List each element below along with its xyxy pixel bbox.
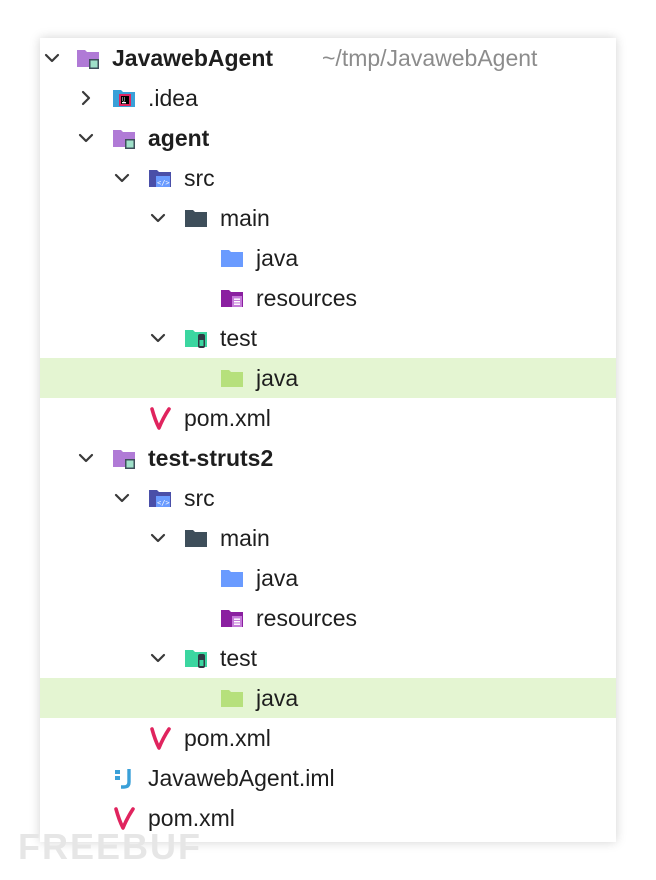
chevron-down-icon[interactable] (112, 488, 132, 508)
tree-item-label: java (256, 365, 299, 391)
tree-row-agent-test[interactable]: test (40, 318, 616, 358)
chevron-down-icon[interactable] (76, 448, 96, 468)
tree-row-agent-src[interactable]: </> src (40, 158, 616, 198)
tree-item-label: resources (256, 605, 357, 631)
tree-row-agent-pom[interactable]: pom.xml (40, 398, 616, 438)
tree-row-struts-pom[interactable]: pom.xml (40, 718, 616, 758)
tree-item-label: .idea (148, 85, 198, 111)
tree-item-label: java (256, 685, 299, 711)
svg-text:</>: </> (157, 179, 170, 187)
tree-row-iml[interactable]: JavawebAgent.iml (40, 758, 616, 798)
module-folder-icon (112, 446, 136, 470)
tree-row-root[interactable]: JavawebAgent ~/tmp/JavawebAgent (40, 38, 616, 78)
tree-row-struts-src[interactable]: </> src (40, 478, 616, 518)
tree-item-label: main (220, 525, 270, 551)
tree-row-struts-test-java[interactable]: java (40, 678, 616, 718)
tree-row-struts-resources[interactable]: resources (40, 598, 616, 638)
source-root-folder-icon: </> (148, 486, 172, 510)
tree-item-label: resources (256, 285, 357, 311)
test-folder-icon (184, 646, 208, 670)
tree-item-label: agent (148, 125, 210, 151)
resources-folder-icon (220, 606, 244, 630)
tree-item-label: JavawebAgent (112, 45, 274, 71)
folder-icon (184, 526, 208, 550)
maven-file-icon (112, 806, 136, 830)
tree-item-label: pom.xml (184, 725, 271, 751)
tree-row-agent-resources[interactable]: resources (40, 278, 616, 318)
tree-row-agent-java[interactable]: java (40, 238, 616, 278)
module-folder-icon (76, 46, 100, 70)
test-source-folder-icon (220, 686, 244, 710)
tree-item-label: test-struts2 (148, 445, 274, 471)
tree-item-path: ~/tmp/JavawebAgent (322, 45, 538, 71)
chevron-down-icon[interactable] (148, 208, 168, 228)
tree-item-label: pom.xml (184, 405, 271, 431)
source-folder-icon (220, 246, 244, 270)
tree-item-label: src (184, 485, 215, 511)
tree-row-agent-main[interactable]: main (40, 198, 616, 238)
iml-file-icon (112, 766, 136, 790)
chevron-down-icon[interactable] (76, 128, 96, 148)
tree-item-label: test (220, 325, 258, 351)
tree-row-struts-test[interactable]: test (40, 638, 616, 678)
folder-icon (184, 206, 208, 230)
tree-row-struts-java[interactable]: java (40, 558, 616, 598)
tree-item-label: JavawebAgent.iml (148, 765, 335, 791)
project-tree-panel: JavawebAgent ~/tmp/JavawebAgent IJ .idea… (40, 38, 616, 842)
watermark: FREEBUF (18, 826, 202, 867)
tree-item-label: src (184, 165, 215, 191)
tree-row-struts-main[interactable]: main (40, 518, 616, 558)
svg-text:IJ: IJ (122, 97, 125, 103)
resources-folder-icon (220, 286, 244, 310)
chevron-down-icon[interactable] (112, 168, 132, 188)
tree-item-label: java (256, 245, 299, 271)
source-root-folder-icon: </> (148, 166, 172, 190)
tree-row-agent[interactable]: agent (40, 118, 616, 158)
tree-item-label: test (220, 645, 258, 671)
tree-item-label: java (256, 565, 299, 591)
chevron-down-icon[interactable] (42, 48, 62, 68)
tree-item-label: main (220, 205, 270, 231)
tree-row-root-pom[interactable]: pom.xml (40, 798, 616, 838)
tree-row-test-struts2[interactable]: test-struts2 (40, 438, 616, 478)
maven-file-icon (148, 726, 172, 750)
test-source-folder-icon (220, 366, 244, 390)
chevron-down-icon[interactable] (148, 528, 168, 548)
chevron-right-icon[interactable] (76, 88, 96, 108)
tree-row-agent-test-java[interactable]: java (40, 358, 616, 398)
svg-text:</>: </> (157, 499, 170, 507)
test-folder-icon (184, 326, 208, 350)
source-folder-icon (220, 566, 244, 590)
maven-file-icon (148, 406, 172, 430)
tree-row-idea[interactable]: IJ .idea (40, 78, 616, 118)
chevron-down-icon[interactable] (148, 648, 168, 668)
module-folder-icon (112, 126, 136, 150)
chevron-down-icon[interactable] (148, 328, 168, 348)
idea-folder-icon: IJ (112, 86, 136, 110)
tree-item-label: pom.xml (148, 805, 235, 831)
